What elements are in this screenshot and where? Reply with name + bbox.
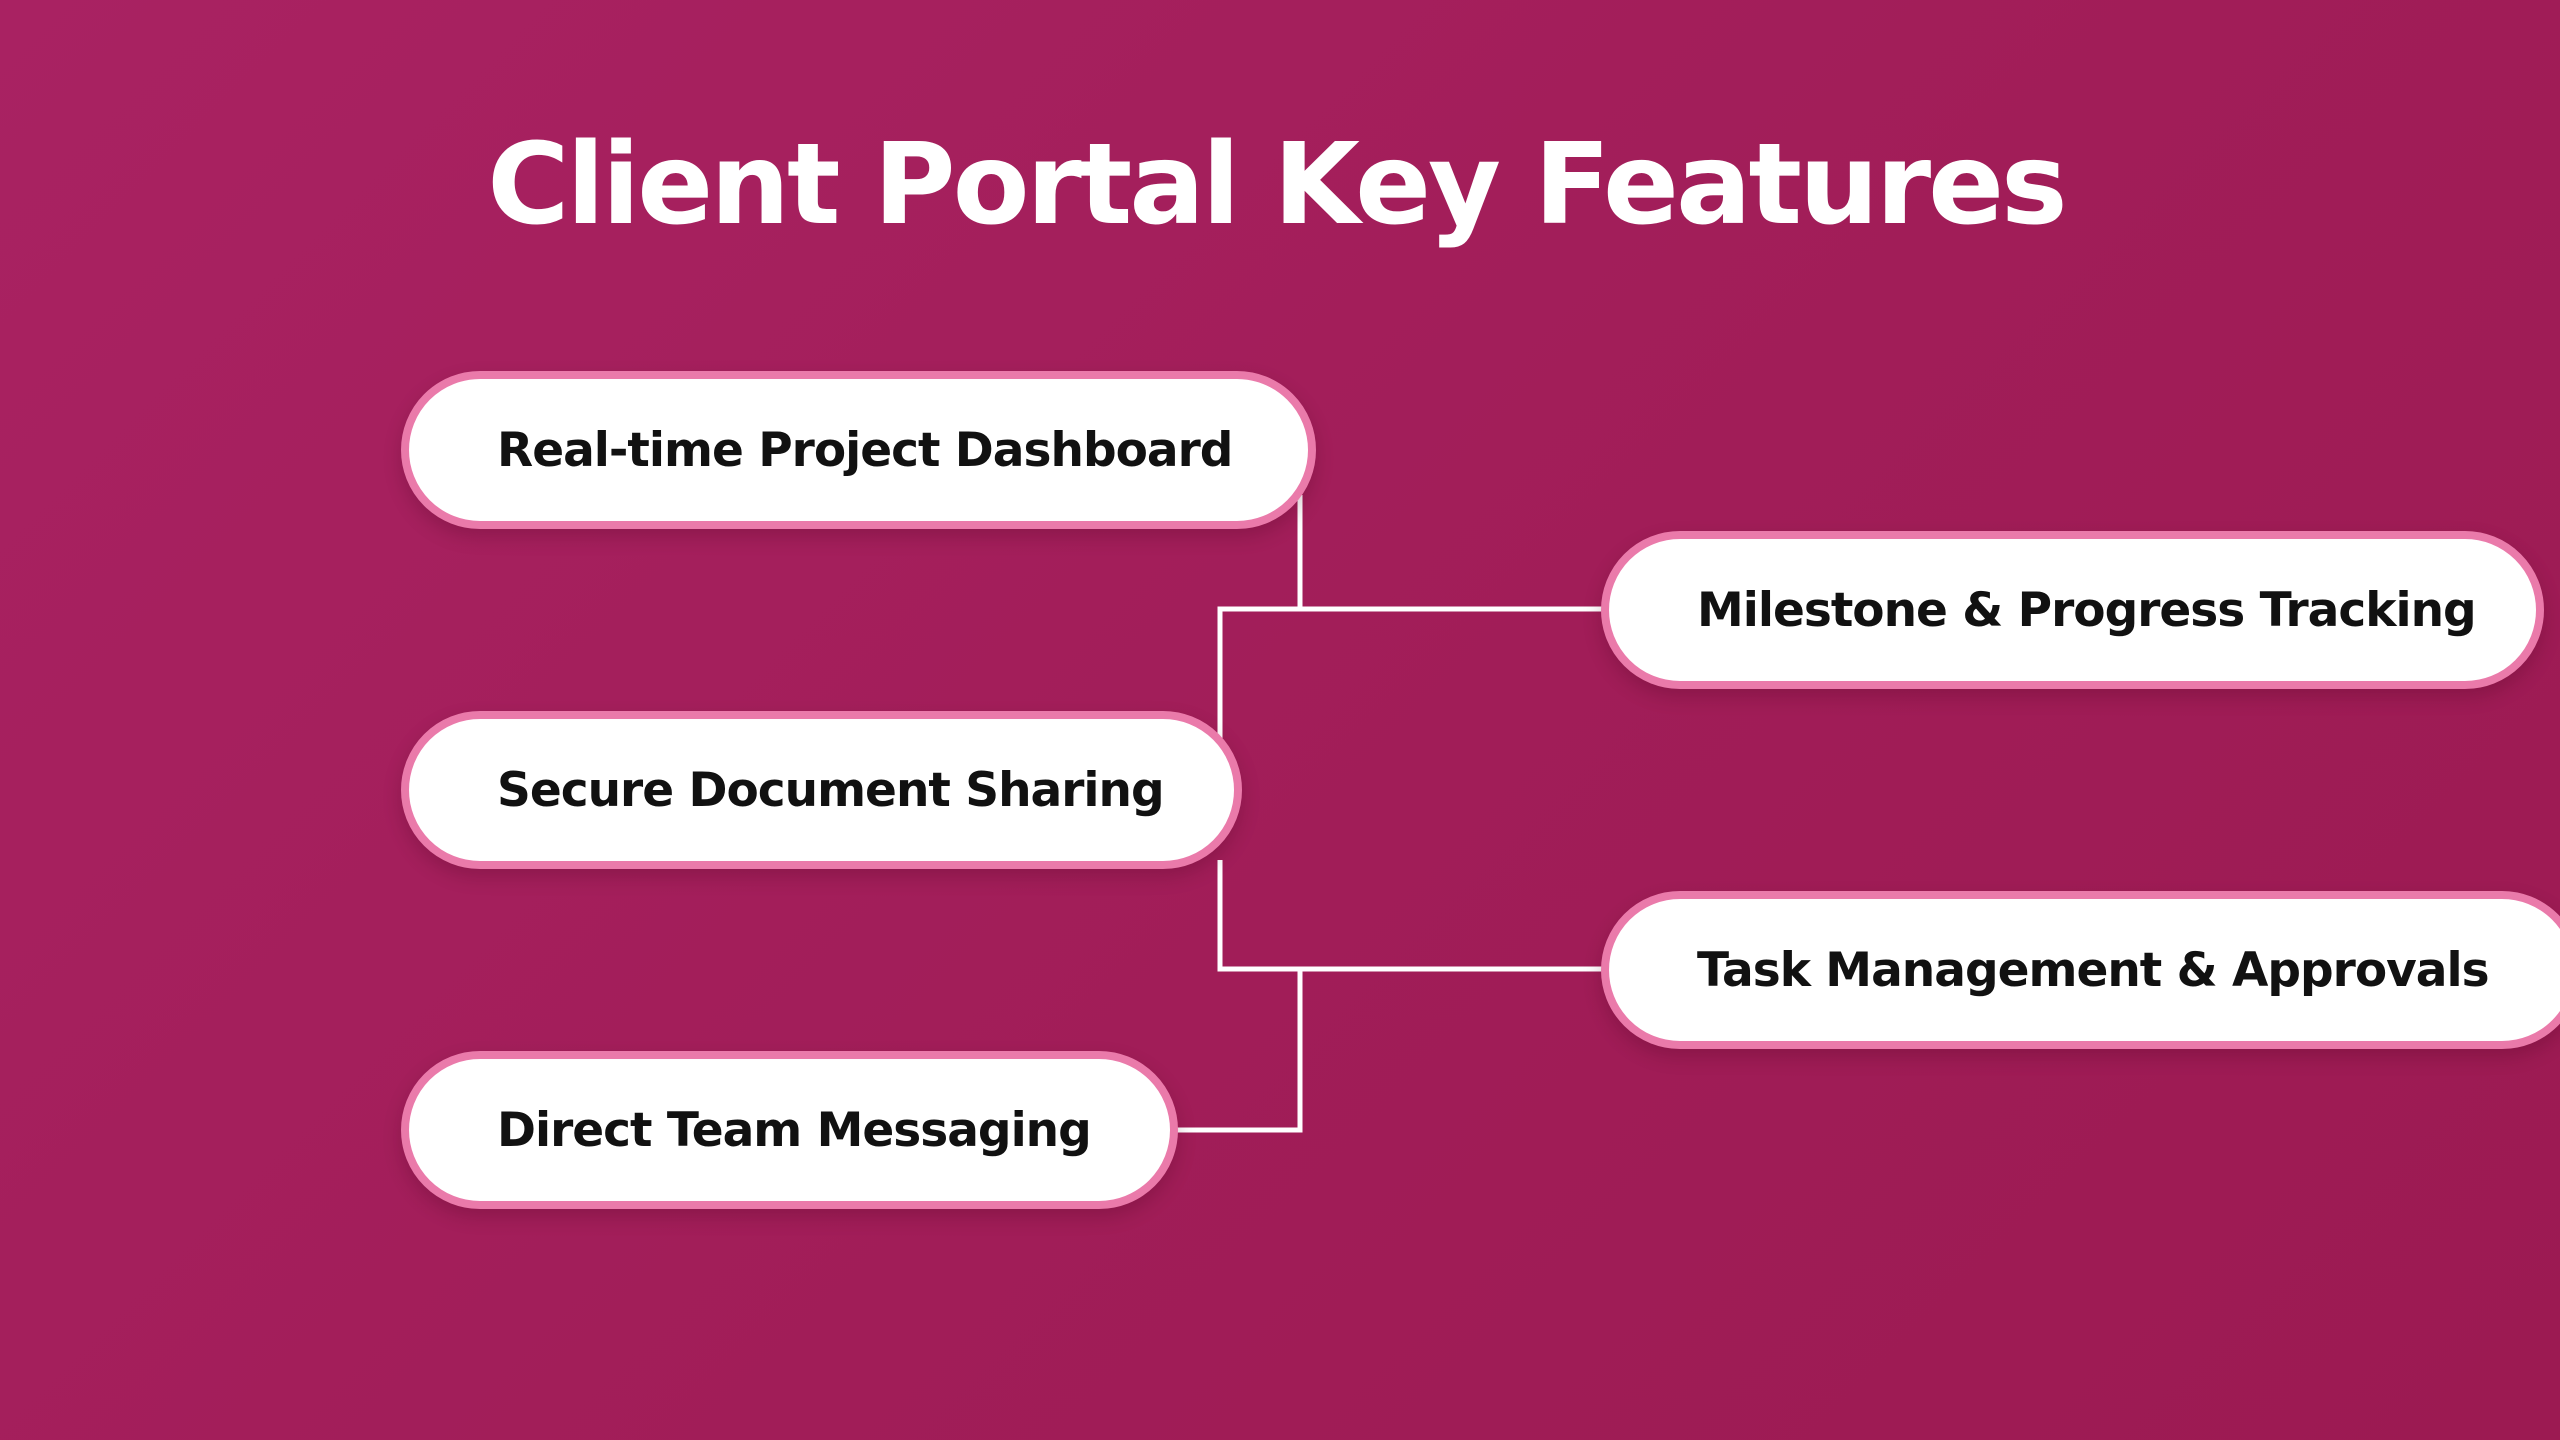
feature-label: Secure Document Sharing <box>497 762 1165 818</box>
feature-label: Milestone & Progress Tracking <box>1697 582 2477 638</box>
feature-milestone-progress-tracking: Milestone & Progress Tracking <box>1601 531 2544 689</box>
connector-messaging-to-task <box>1175 860 1303 1133</box>
slide-title-text: Client Portal Key Features <box>487 120 2067 250</box>
feature-secure-document-sharing: Secure Document Sharing <box>401 711 1242 869</box>
feature-label: Direct Team Messaging <box>497 1102 1092 1158</box>
connector-dashboard-to-milestone <box>1217 495 1303 789</box>
feature-real-time-project-dashboard: Real-time Project Dashboard <box>401 371 1316 529</box>
feature-direct-team-messaging: Direct Team Messaging <box>401 1051 1178 1209</box>
feature-label: Task Management & Approvals <box>1697 942 2490 998</box>
feature-task-management-approvals: Task Management & Approvals <box>1601 891 2560 1049</box>
slide-title: Client Portal Key Features <box>0 118 2560 252</box>
feature-label: Real-time Project Dashboard <box>497 422 1233 478</box>
